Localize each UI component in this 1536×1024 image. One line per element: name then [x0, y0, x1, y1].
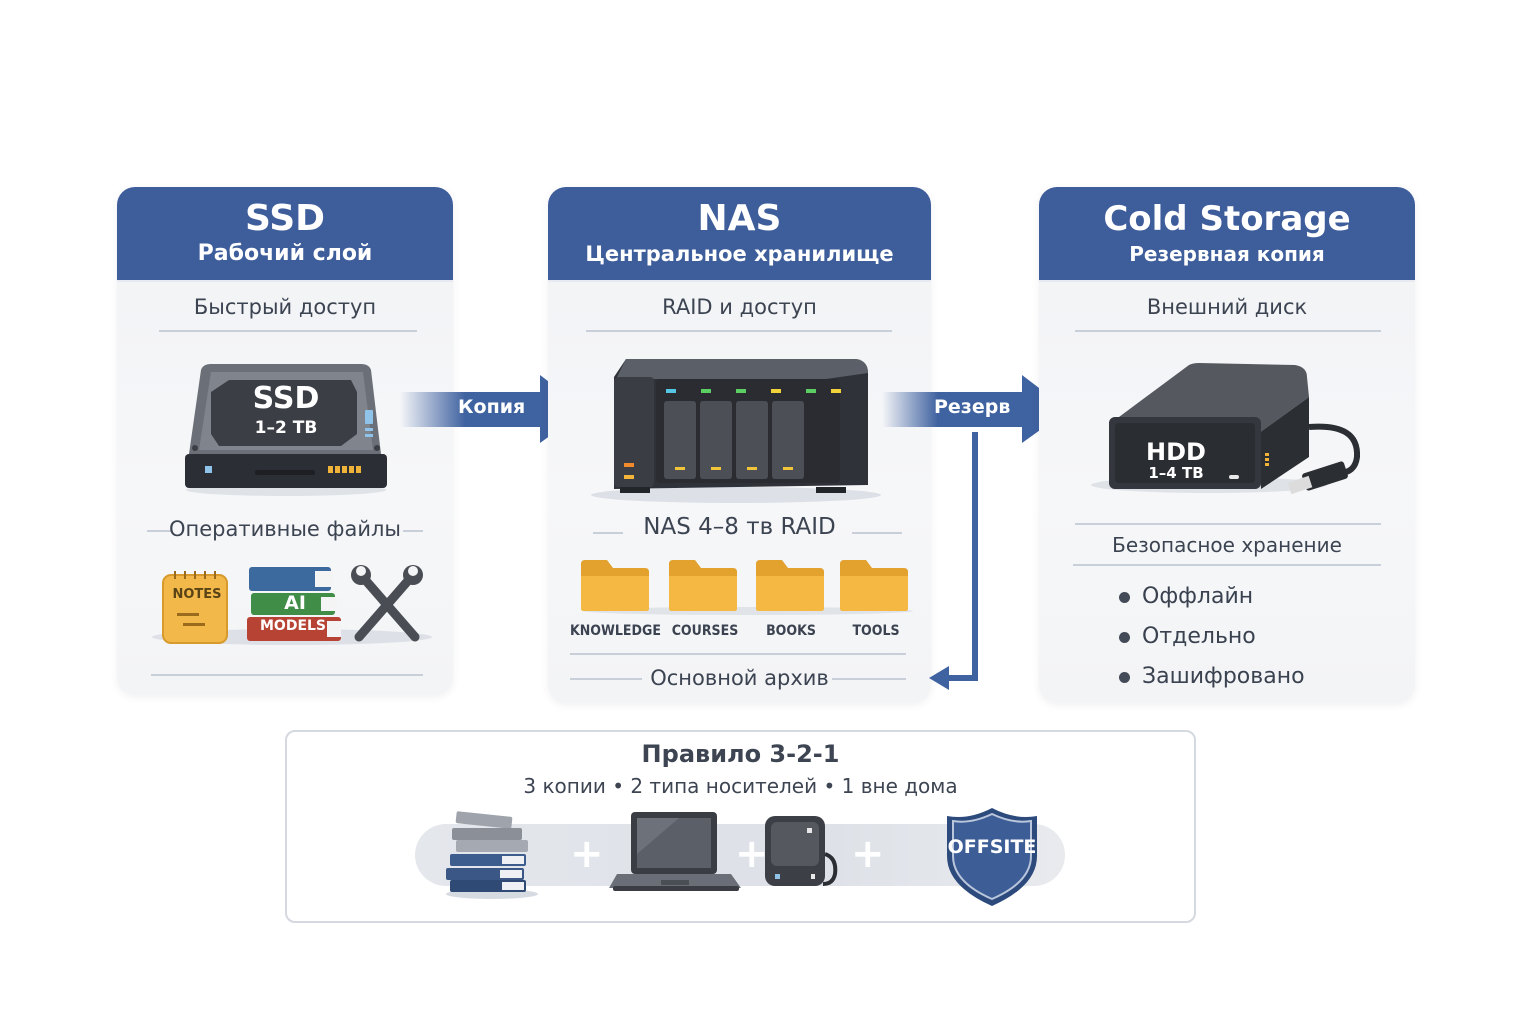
divider [1075, 330, 1381, 332]
ssd-title: SSD [244, 197, 326, 239]
books-label-top: AI [284, 592, 306, 614]
portable-drive-icon [765, 816, 838, 886]
divider [570, 678, 642, 680]
notepad-icon [162, 571, 228, 644]
nas-subtitle: Центральное хранилище [585, 241, 894, 266]
divider [593, 532, 623, 534]
divider [832, 678, 906, 680]
folder-icon [840, 560, 908, 611]
books-label-bottom: MODELS [259, 618, 327, 634]
backup-arrow [882, 375, 1068, 443]
nas-section-label: NAS 4–8 тв RAID [643, 514, 836, 540]
offsite-shield-icon [947, 808, 1037, 906]
folder-icon [756, 560, 824, 611]
feature-label: Оффлайн [1142, 584, 1254, 609]
folder-icon [581, 560, 649, 611]
laptop-icon [609, 812, 741, 891]
ssd-caption: Быстрый доступ [193, 295, 377, 319]
rule-subtitle: 3 копии • 2 типа носителей • 1 вне дома [523, 774, 958, 798]
ssd-drive-icon [185, 364, 387, 496]
ssd-card-header: SSD Рабочий слой [117, 187, 453, 282]
rule-title: Правило 3-2-1 [641, 740, 840, 768]
rule-321-panel: Правило 3-2-1 3 копии • 2 типа носителей… [285, 730, 1196, 923]
offsite-label: OFFSITE [947, 836, 1037, 858]
nas-card-header: NAS Центральное хранилище [548, 187, 931, 282]
plus-icon: + [735, 831, 769, 877]
bullet-icon [1119, 671, 1130, 683]
folder-label-knowledge: KNOWLEDGE [570, 623, 661, 639]
nas-device-icon [591, 359, 881, 503]
feature-item: Зашифровано [1119, 657, 1305, 697]
feature-item: Отдельно [1119, 617, 1305, 657]
cold-storage-card-header: Cold Storage Резервная копия [1039, 187, 1415, 282]
nas-card: NAS Центральное хранилище RAID и доступ … [548, 187, 931, 703]
folders-illustration [583, 607, 913, 615]
feature-item: Оффлайн [1119, 577, 1305, 617]
books-icon [247, 567, 341, 641]
divider [570, 653, 906, 655]
feature-label: Отдельно [1142, 624, 1256, 649]
ssd-drive-capacity: 1–2 TB [254, 418, 318, 438]
nas-caption: RAID и доступ [662, 295, 817, 319]
external-hdd-icon [1091, 363, 1361, 495]
cold-storage-features: Оффлайн Отдельно Зашифровано [1119, 577, 1305, 697]
cold-storage-title: Cold Storage [1103, 198, 1351, 239]
bullet-icon [1119, 631, 1130, 643]
bullet-icon [1119, 591, 1130, 603]
folder-label-books: BOOKS [766, 623, 816, 639]
feature-label: Зашифровано [1142, 664, 1305, 689]
cold-storage-section-label: Безопасное хранение [1112, 533, 1342, 557]
copy-arrow-label: Копия [458, 396, 526, 418]
plus-icon: + [851, 831, 885, 877]
cold-storage-card: Cold Storage Резервная копия Внешний дис… [1039, 187, 1415, 703]
nas-footer-label: Основной архив [650, 666, 829, 690]
hdd-capacity: 1–4 TB [1148, 464, 1204, 482]
divider [852, 532, 902, 534]
backup-arrow-label: Резерв [934, 396, 1011, 418]
ssd-drive-label: SSD [252, 381, 320, 416]
folder-label-courses: COURSES [671, 623, 739, 639]
divider [1075, 523, 1381, 525]
cold-storage-subtitle: Резервная копия [1129, 241, 1325, 266]
folder-label-tools: TOOLS [852, 623, 900, 639]
copy-arrow [400, 375, 586, 443]
cold-storage-caption: Внешний диск [1146, 295, 1308, 319]
plus-icon: + [570, 831, 604, 877]
nas-title: NAS [697, 197, 782, 239]
divider [586, 330, 892, 332]
tools-icon [351, 565, 423, 642]
divider [403, 530, 423, 532]
divider [147, 530, 171, 532]
ssd-subtitle: Рабочий слой [197, 240, 373, 266]
divider [151, 674, 423, 676]
restore-return-arrow [929, 432, 978, 690]
notepad-label: NOTES [172, 587, 222, 602]
folder-icon [669, 560, 737, 611]
ssd-card: SSD Рабочий слой Быстрый доступ SSD 1–2 … [117, 187, 453, 695]
divider [1073, 564, 1381, 566]
ssd-section-label: Оперативные файлы [168, 517, 401, 541]
divider [159, 330, 417, 332]
hdd-label: HDD [1146, 438, 1206, 466]
book-stack-icon [446, 811, 538, 899]
